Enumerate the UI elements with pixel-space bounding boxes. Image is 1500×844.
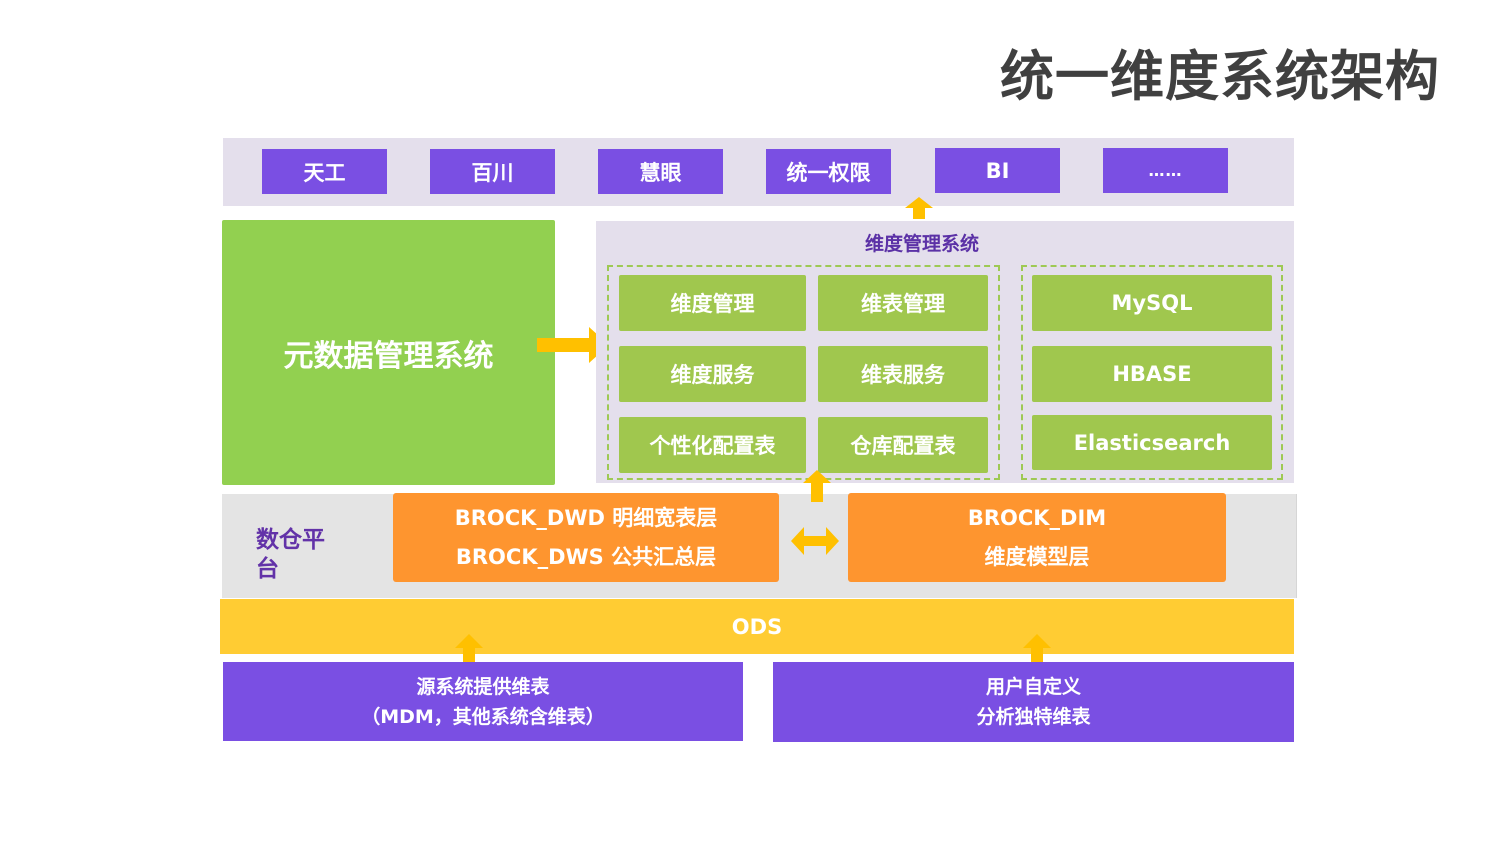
source-system-line2: （MDM，其他系统含维表） (361, 705, 605, 728)
up-arrow-icon (1023, 634, 1051, 666)
app-unified-permission[interactable]: 统一权限 (766, 149, 891, 194)
warehouse-platform-label: 数仓平台 (256, 527, 325, 582)
storage-elasticsearch[interactable]: Elasticsearch (1032, 415, 1272, 470)
dimension-management-title: 维度管理系统 (864, 233, 979, 255)
source-system-dimension-tables[interactable]: 源系统提供维表 （MDM，其他系统含维表） (223, 662, 743, 741)
dwd-dws-layer[interactable]: BROCK_DWD 明细宽表层 BROCK_DWS 公共汇总层 (393, 493, 779, 582)
dim-layer-subtitle: 维度模型层 (984, 544, 1090, 569)
user-defined-dimension-tables[interactable]: 用户自定义 分析独特维表 (773, 662, 1294, 742)
app-huiyan[interactable]: 慧眼 (598, 149, 723, 194)
function-warehouse-config-table[interactable]: 仓库配置表 (818, 417, 988, 473)
function-personalized-config-table[interactable]: 个性化配置表 (619, 417, 806, 473)
dim-layer[interactable]: BROCK_DIM 维度模型层 (848, 493, 1226, 582)
storage-hbase[interactable]: HBASE (1032, 346, 1272, 402)
function-dimension-service[interactable]: 维度服务 (619, 346, 806, 402)
user-defined-line2: 分析独特维表 (976, 706, 1091, 728)
function-dimension-management[interactable]: 维度管理 (619, 275, 806, 331)
page-title: 统一维度系统架构 (1000, 45, 1440, 108)
ods-layer[interactable]: ODS (220, 599, 1294, 654)
app-tiangong[interactable]: 天工 (262, 149, 387, 194)
up-arrow-icon (455, 634, 483, 666)
source-system-line1: 源系统提供维表 (416, 675, 550, 698)
storage-group (1021, 265, 1283, 480)
up-arrow-icon (803, 470, 831, 502)
dws-layer-label: BROCK_DWS 公共汇总层 (455, 544, 717, 569)
function-group (607, 265, 1000, 480)
right-arrow-icon (537, 327, 609, 363)
app-bi[interactable]: BI (935, 148, 1060, 193)
function-dimension-table-management[interactable]: 维表管理 (818, 275, 988, 331)
storage-mysql[interactable]: MySQL (1032, 275, 1272, 331)
up-arrow-icon (905, 197, 933, 219)
app-baichuan[interactable]: 百川 (430, 149, 555, 194)
bidirectional-arrow-icon (791, 527, 839, 555)
function-dimension-table-service[interactable]: 维表服务 (818, 346, 988, 402)
dwd-layer-label: BROCK_DWD 明细宽表层 (454, 505, 718, 530)
dim-layer-label: BROCK_DIM (967, 505, 1107, 530)
metadata-management-system[interactable]: 元数据管理系统 (222, 220, 555, 485)
app-more[interactable]: …… (1103, 148, 1228, 193)
user-defined-line1: 用户自定义 (985, 676, 1081, 698)
